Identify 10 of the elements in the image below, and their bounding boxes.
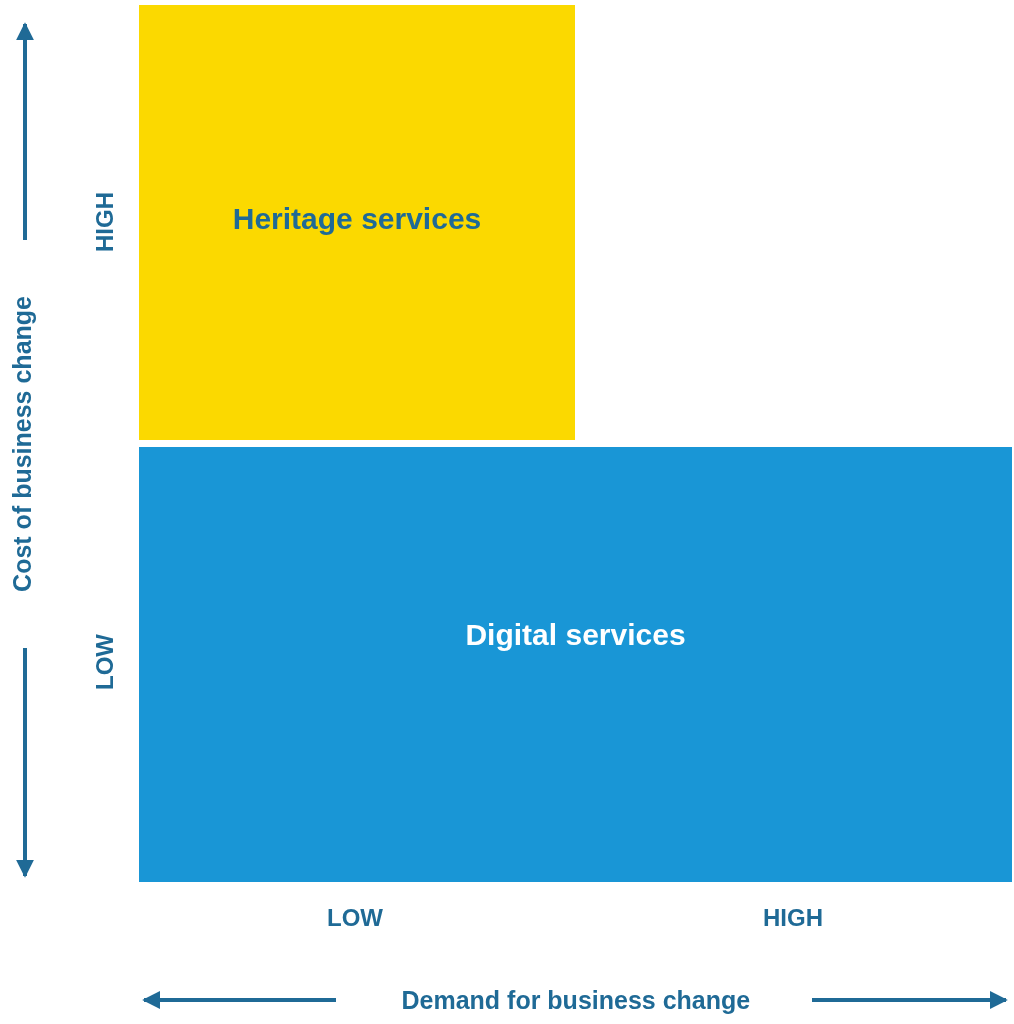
quadrant-box xyxy=(139,5,575,440)
axis-tick-label: HIGH xyxy=(91,192,119,252)
quadrant-box xyxy=(139,447,1012,882)
axis-tick-label: LOW xyxy=(91,634,119,690)
axis-tick-label: HIGH xyxy=(763,904,823,932)
axis-title: Demand for business change xyxy=(401,985,751,1015)
axis-title: Cost of business change xyxy=(7,296,37,592)
quadrant-title: Digital services xyxy=(465,617,686,652)
quadrant-title: Heritage services xyxy=(232,201,482,236)
axis-tick-label: LOW xyxy=(327,904,383,932)
